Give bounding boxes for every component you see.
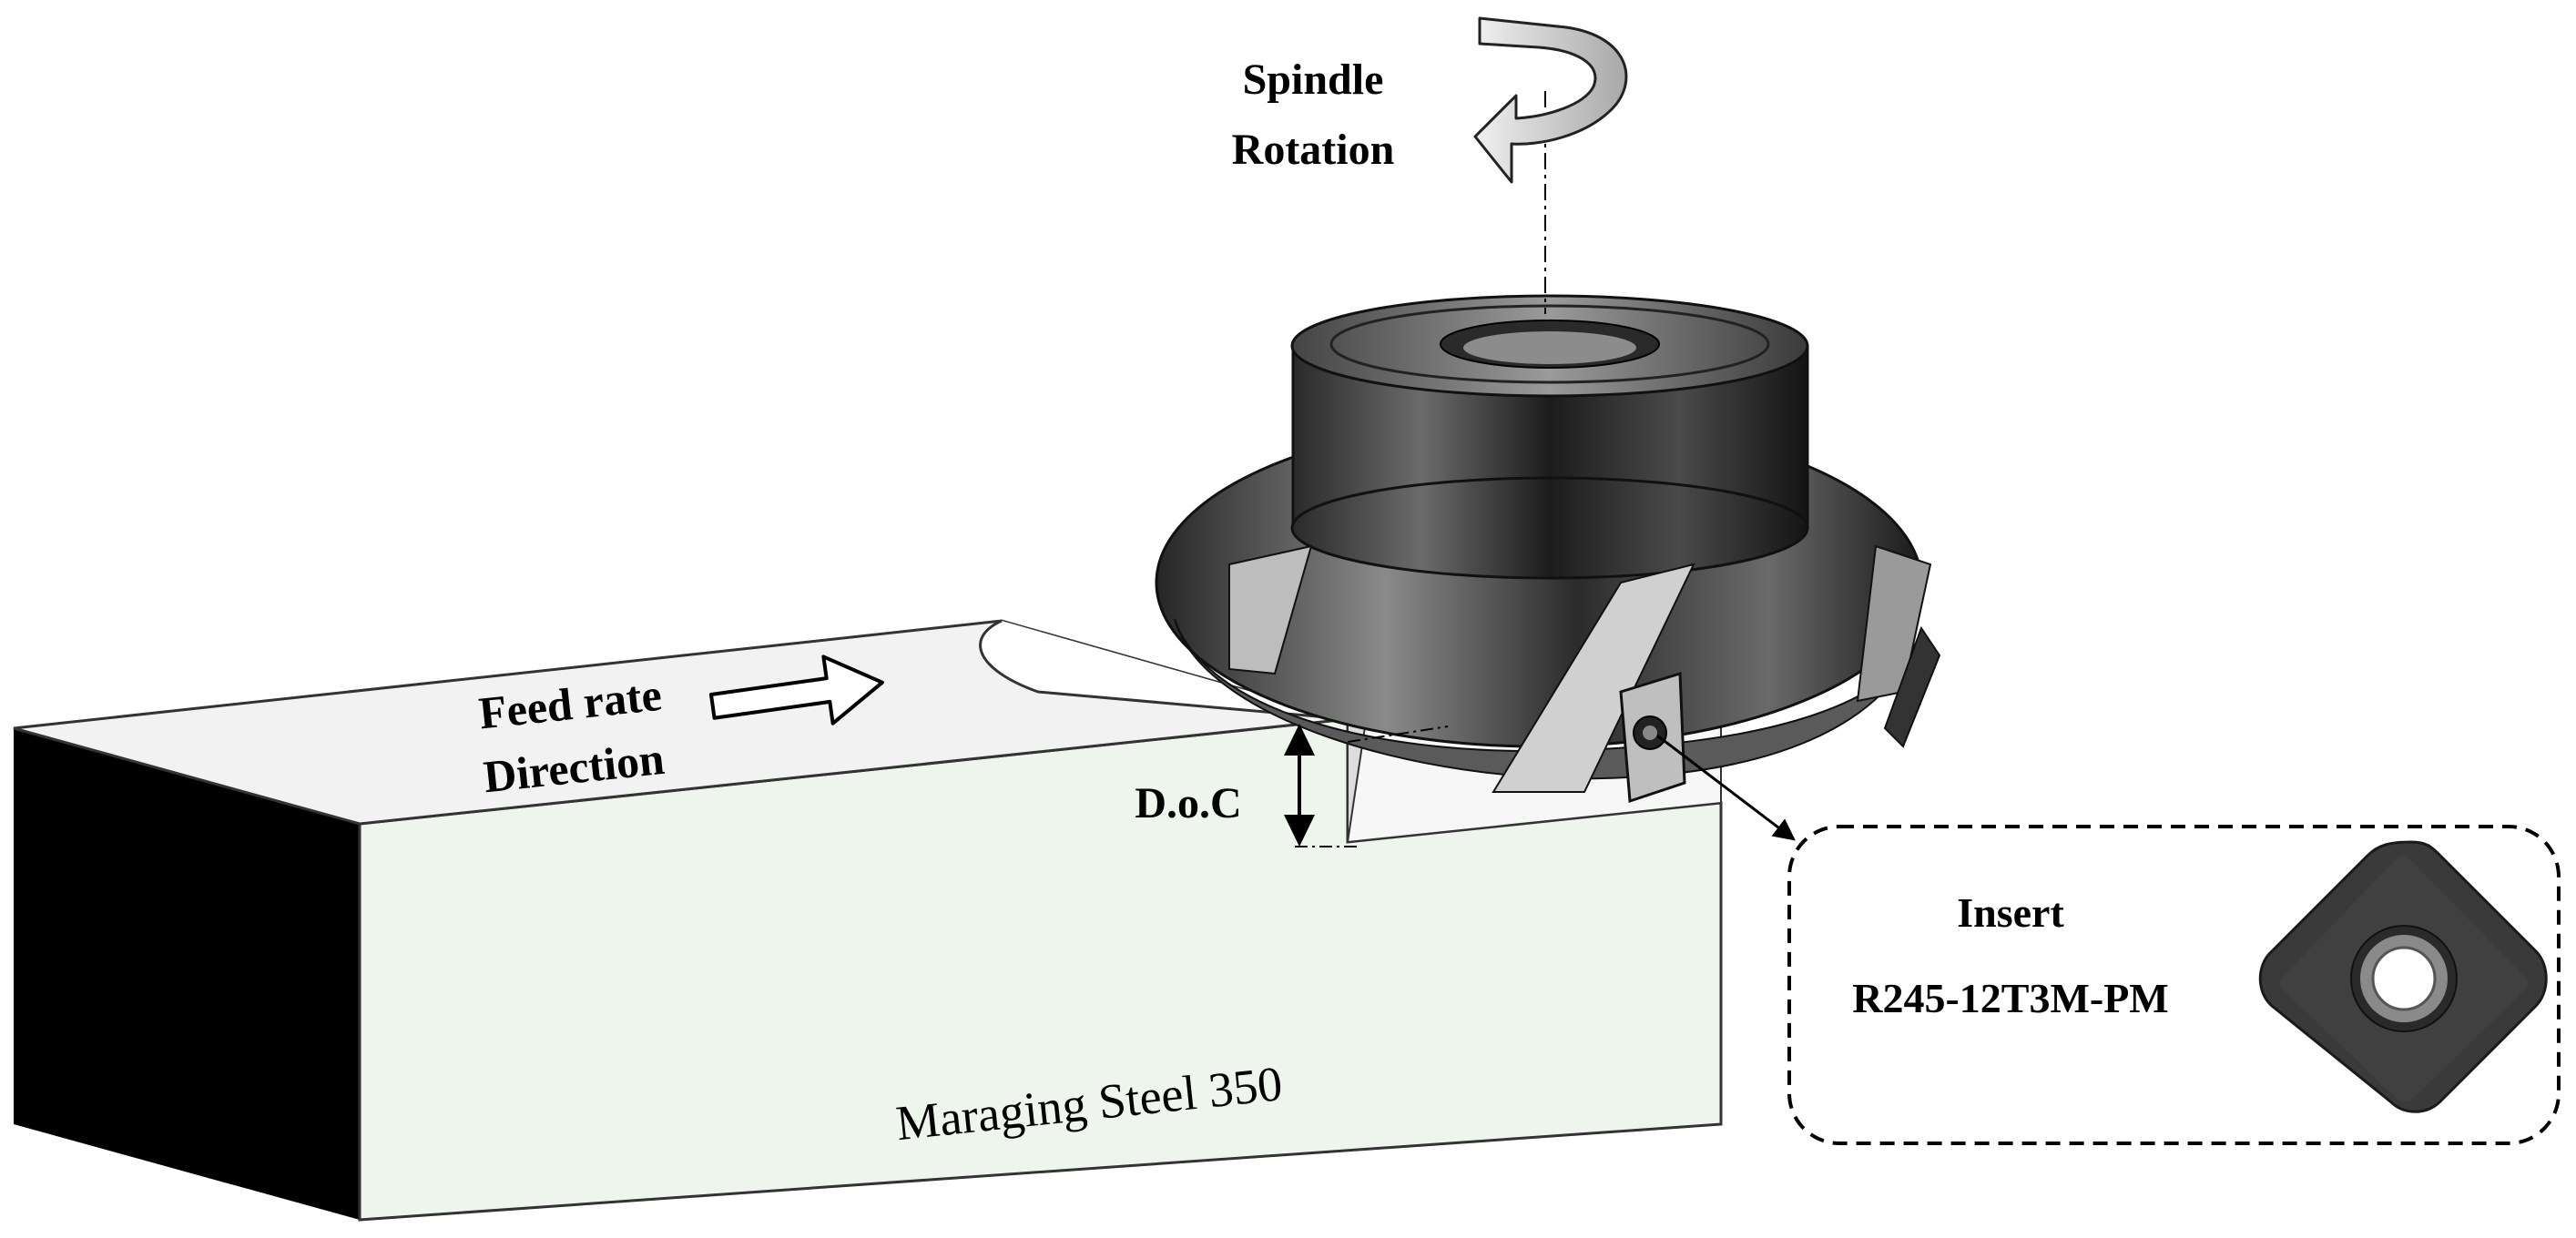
cutter-top-ring xyxy=(1329,304,1770,384)
insert-illustration xyxy=(2258,840,2548,1113)
workpiece-side-face xyxy=(14,728,360,1220)
milling-cutter xyxy=(1155,294,1941,804)
tool-insert-screw-center xyxy=(1643,726,1657,740)
double-headed-vertical-arrow-icon xyxy=(1284,724,1449,847)
spindle-label-line1: Spindle xyxy=(1243,56,1384,104)
right-arrow-outline-icon xyxy=(708,655,884,726)
insert-callout-box: Insert R245-12T3M-PM xyxy=(1787,825,2561,1145)
cutter-body-bottom-rim xyxy=(1290,476,1809,580)
insert-title: Insert xyxy=(1957,889,2064,936)
cutter-right-edge xyxy=(1883,625,1941,748)
cutter-bore-inner xyxy=(1463,331,1636,364)
cutter-flute-left xyxy=(1228,544,1313,675)
leader-arrow-icon xyxy=(1656,734,1796,841)
curved-rotation-arrow-icon xyxy=(1473,16,1628,184)
cutter-flute-center xyxy=(1492,563,1695,793)
insert-code: R245-12T3M-PM xyxy=(1852,975,2168,1021)
doc-label: D.o.C xyxy=(1135,779,1241,827)
workpiece-block xyxy=(13,619,1723,1222)
cut-groove-curve xyxy=(979,619,1349,721)
spindle-label-line2: Rotation xyxy=(1232,126,1395,174)
